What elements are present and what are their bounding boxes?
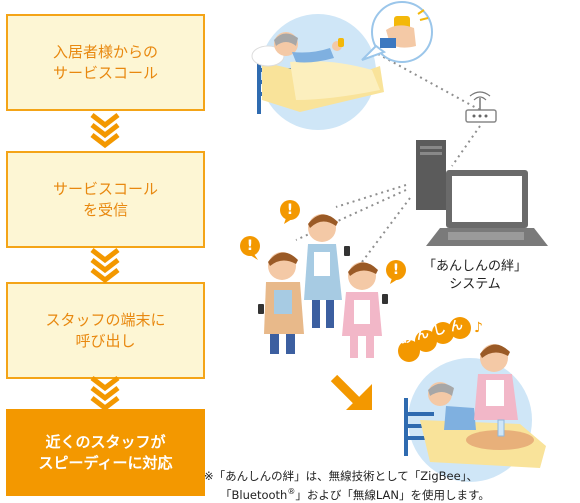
footnote-line2-b: 」および「無線LAN」を使用します。 (295, 487, 490, 502)
arrow-icon (330, 374, 372, 410)
system-label-line2: システム (449, 277, 501, 292)
footnote-line2-a: 「Bluetooth (220, 487, 288, 502)
computer-icon (416, 140, 548, 246)
call-button-bubble (361, 1, 433, 63)
step-service-call: 入居者様からの サービスコール (6, 14, 205, 111)
alert-icon (240, 236, 260, 260)
alert-icon (280, 200, 300, 224)
registered-mark: ® (287, 487, 296, 496)
chevron-down-icon (90, 376, 120, 412)
footnote-line2: 「Bluetooth®」および「無線LAN」を使用します。 (204, 484, 574, 503)
patient-bed-illustration (251, 14, 384, 130)
staff-group-illustration (258, 214, 388, 358)
system-label-line1: 「あんしんの絆」 (422, 259, 527, 274)
footnote-line1: ※「あんしんの絆」は、無線技術として「ZigBee」、 (204, 469, 478, 483)
alert-mark: ! (246, 238, 254, 254)
chevron-down-icon (90, 248, 120, 284)
chevron-down-icon (90, 113, 120, 149)
staff-attending-illustration (404, 344, 546, 482)
anshin-caption-icon: ♪ (398, 317, 483, 362)
footnote: ※「あんしんの絆」は、無線技術として「ZigBee」、 「Bluetooth®」… (204, 468, 574, 503)
alert-mark: ! (286, 202, 294, 218)
alert-mark: ! (392, 262, 400, 278)
alert-icon (386, 260, 406, 284)
router-icon (465, 91, 497, 123)
svg-text:♪: ♪ (474, 320, 483, 336)
step-staff-notify: スタッフの端末に 呼び出し (6, 282, 205, 379)
system-label: 「あんしんの絆」 システム (420, 258, 530, 294)
step-receive-call: サービスコール を受信 (6, 151, 205, 248)
